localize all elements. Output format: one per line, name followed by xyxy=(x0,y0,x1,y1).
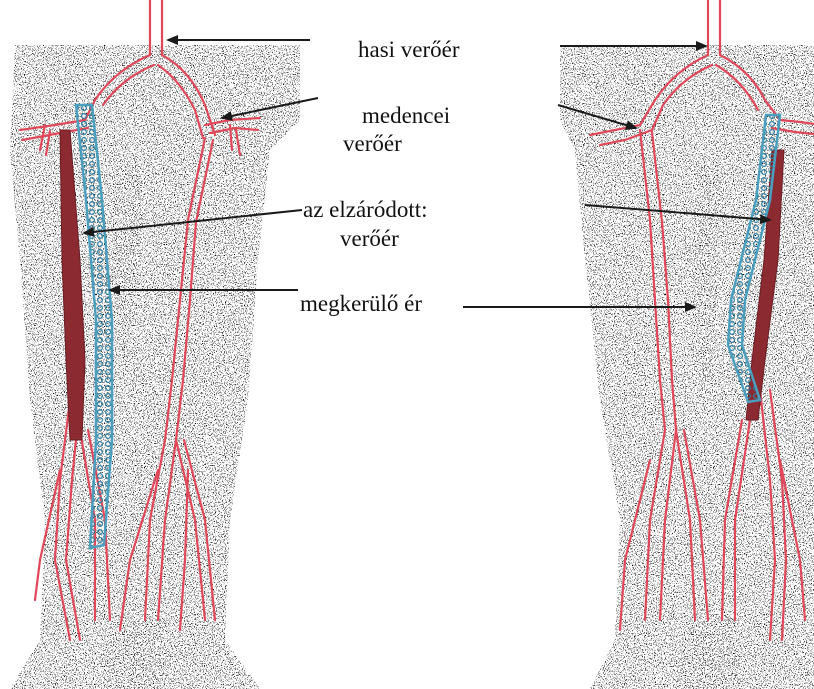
label-pelvic-artery-line2: verőér xyxy=(343,132,402,156)
label-bypass: megkerülő ér xyxy=(300,292,422,316)
left-body-shading xyxy=(10,45,300,689)
label-occluded-line2: verőér xyxy=(340,227,399,251)
label-occluded-line1: az elzáródott: xyxy=(303,198,428,222)
left-figure xyxy=(10,0,300,689)
label-abdominal-artery: hasi verőér xyxy=(358,38,460,62)
label-pelvic-artery-line1: medencei xyxy=(362,104,450,128)
right-figure xyxy=(560,0,814,689)
